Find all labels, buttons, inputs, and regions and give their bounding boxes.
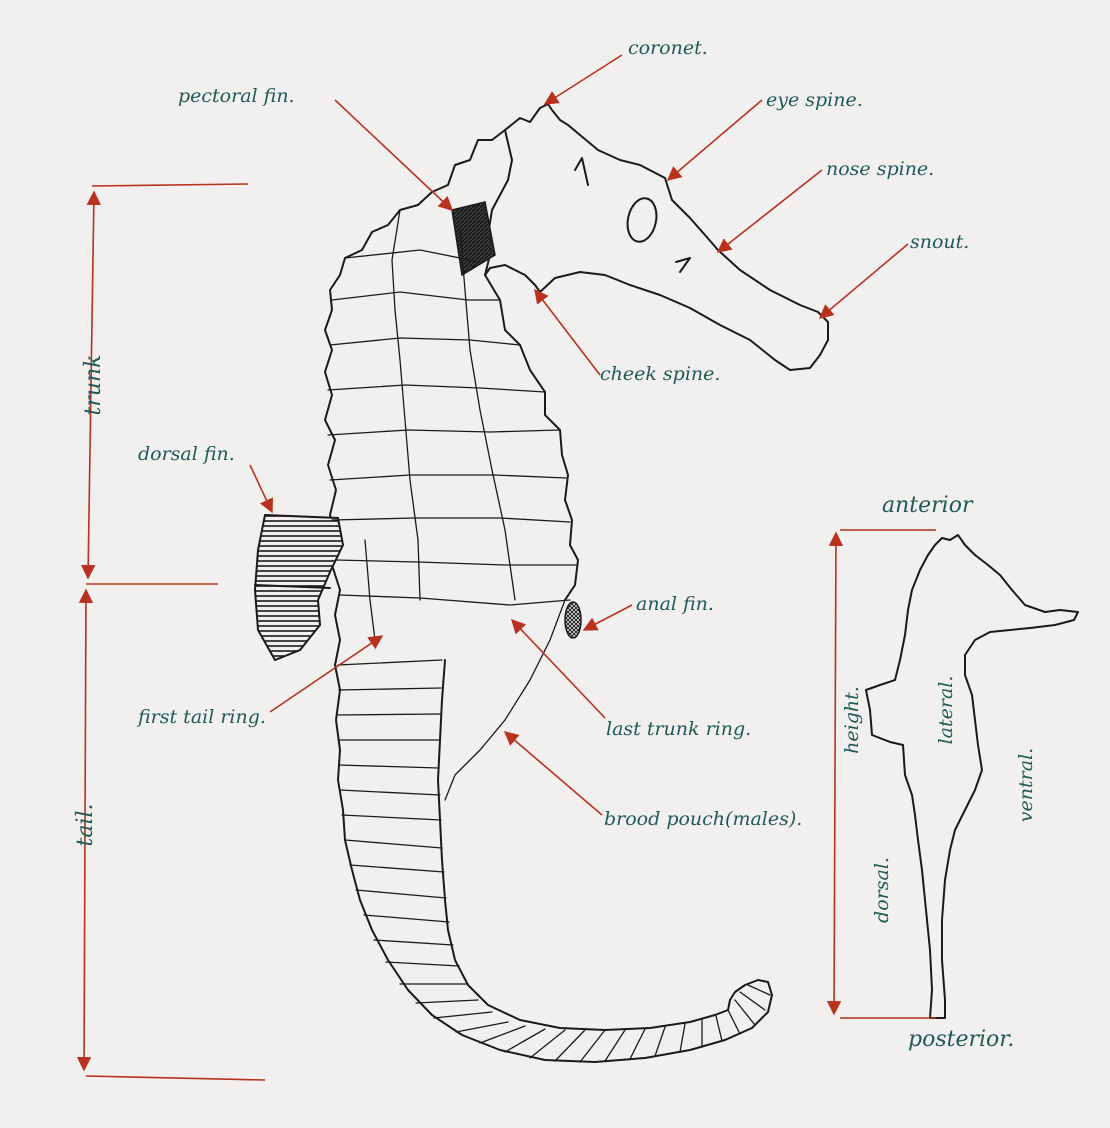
small-seahorse-outline <box>866 535 1078 1018</box>
label-nose-spine: nose spine. <box>826 158 934 180</box>
label-coronet: coronet. <box>628 37 708 59</box>
dimension-lines <box>84 184 936 1080</box>
label-dorsal: dorsal. <box>871 857 893 923</box>
label-posterior: posterior. <box>908 1027 1014 1052</box>
label-ventral: ventral. <box>1015 748 1037 822</box>
label-anal-fin: anal fin. <box>636 593 714 615</box>
label-arrows <box>250 55 908 815</box>
label-anterior: anterior <box>882 493 974 518</box>
label-tail: tail. <box>73 803 98 846</box>
label-last-trunk-ring: last trunk ring. <box>606 718 751 740</box>
label-trunk: trunk <box>81 354 106 415</box>
label-height: height. <box>841 686 863 754</box>
label-dorsal-fin: dorsal fin. <box>138 443 235 465</box>
label-snout: snout. <box>910 231 969 253</box>
label-brood-pouch: brood pouch(males). <box>604 808 802 830</box>
seahorse-body <box>255 104 828 1062</box>
label-lateral: lateral. <box>935 676 957 745</box>
label-eye-spine: eye spine. <box>766 89 863 111</box>
label-cheek-spine: cheek spine. <box>600 363 720 385</box>
label-pectoral-fin: pectoral fin. <box>178 85 295 107</box>
label-first-tail-ring: first tail ring. <box>136 706 266 728</box>
